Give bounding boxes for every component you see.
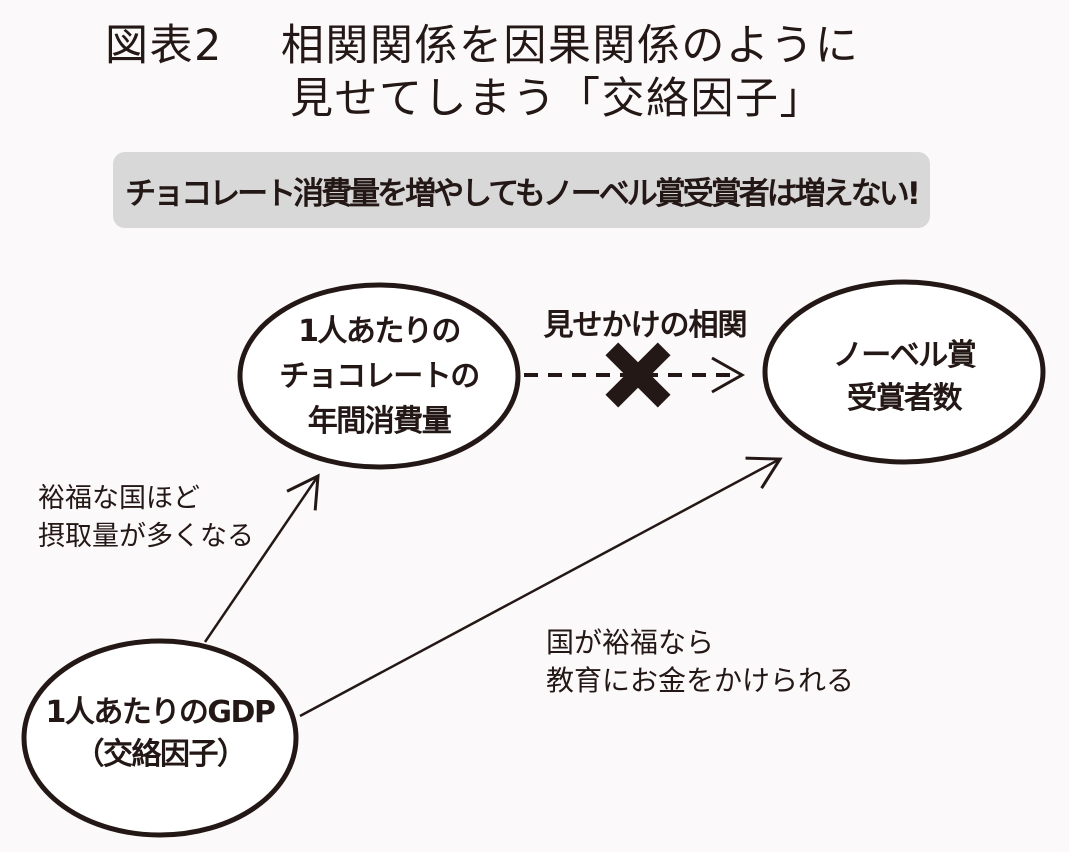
- figure-title-line1: 相関関係を因果関係のように: [280, 21, 860, 71]
- node-chocolate-ellipse: [237, 282, 521, 470]
- figure-title-line2: 見せてしまう「交絡因子」: [290, 74, 824, 124]
- figure-title: 図表2 相関関係を因果関係のように 見せてしまう「交絡因子」: [105, 20, 859, 126]
- annotation-gdp-to-chocolate-line2: 摂取量が多くなる: [38, 521, 254, 552]
- node-chocolate-line1: 1人あたりの: [298, 314, 461, 349]
- node-chocolate-line2: チョコレートの: [279, 359, 480, 394]
- node-gdp-line1: 1人あたりのGDP: [45, 695, 276, 730]
- x-cross-icon: [605, 342, 671, 408]
- arrow-gdp-to-nobel: [299, 456, 783, 718]
- arrow-gdp-to-chocolate: [203, 473, 320, 643]
- node-gdp-ellipse: [21, 638, 299, 838]
- annotation-gdp-to-nobel-line1: 国が裕福なら: [546, 626, 715, 659]
- annotation-gdp-to-chocolate-line1: 裕福な国ほど: [38, 483, 200, 514]
- spurious-correlation-label: 見せかけの相関: [543, 308, 748, 343]
- node-nobel-label: ノーベル賞 受賞者数: [765, 334, 1043, 420]
- node-chocolate-label: 1人あたりの チョコレートの 年間消費量: [239, 309, 519, 444]
- node-gdp-line2: （交絡因子）: [74, 737, 248, 772]
- node-chocolate-line3: 年間消費量: [307, 404, 452, 439]
- key-message-text: チョコレート消費量を増やしてもノーベル賞受賞者は増えない!: [125, 175, 921, 212]
- annotation-gdp-to-chocolate: 裕福な国ほど 摂取量が多くなる: [38, 480, 254, 556]
- figure-label: 図表2: [105, 21, 223, 71]
- node-nobel-line2: 受賞者数: [847, 381, 963, 416]
- node-nobel-line1: ノーベル賞: [832, 338, 977, 373]
- key-message-banner: チョコレート消費量を増やしてもノーベル賞受賞者は増えない!: [113, 152, 930, 228]
- node-gdp-label: 1人あたりのGDP （交絡因子）: [22, 692, 298, 776]
- node-nobel-ellipse: [762, 279, 1046, 465]
- annotation-gdp-to-nobel-line2: 教育にお金をかけられる: [546, 664, 855, 697]
- annotation-gdp-to-nobel: 国が裕福なら 教育にお金をかけられる: [546, 624, 854, 700]
